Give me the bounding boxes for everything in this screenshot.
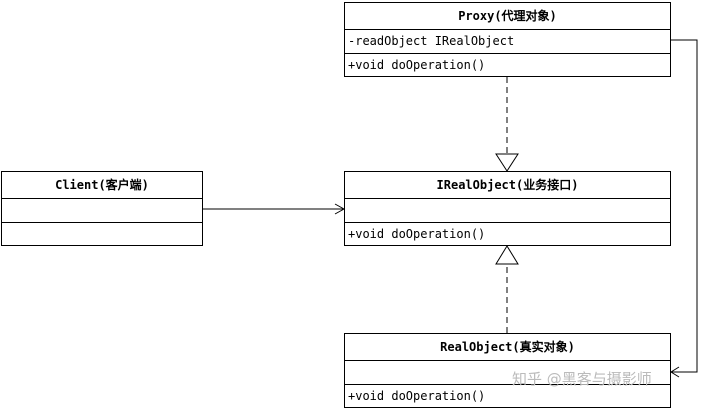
interface-attribute [345, 199, 670, 223]
realobject-class-title: RealObject(真实对象) [345, 334, 670, 361]
proxy-attribute: -readObject IRealObject [345, 30, 670, 54]
watermark: 知乎 @黑客与摄影师 [512, 370, 652, 388]
proxy-realization-arrowhead [495, 153, 519, 172]
interface-class-box[interactable]: IRealObject(业务接口) +void doOperation() [344, 171, 671, 246]
realobject-operation: +void doOperation() [348, 389, 486, 403]
client-class-title: Client(客户端) [2, 172, 202, 199]
realobject-class-box[interactable]: RealObject(真实对象) +void doOperation() [344, 333, 671, 408]
proxy-realobject-arrowhead [670, 366, 680, 378]
client-class-box[interactable]: Client(客户端) [1, 171, 203, 246]
realobject-attribute [345, 361, 670, 385]
proxy-class-box[interactable]: Proxy(代理对象) -readObject IRealObject +voi… [344, 2, 671, 77]
client-operation [2, 223, 202, 245]
interface-class-title: IRealObject(业务接口) [345, 172, 670, 199]
client-attribute [2, 199, 202, 223]
proxy-operation: +void doOperation() [348, 58, 486, 72]
proxy-realobject-association-line [671, 39, 698, 373]
proxy-class-title: Proxy(代理对象) [345, 3, 670, 30]
interface-operation: +void doOperation() [348, 227, 486, 241]
realobject-realization-arrowhead [495, 245, 519, 265]
